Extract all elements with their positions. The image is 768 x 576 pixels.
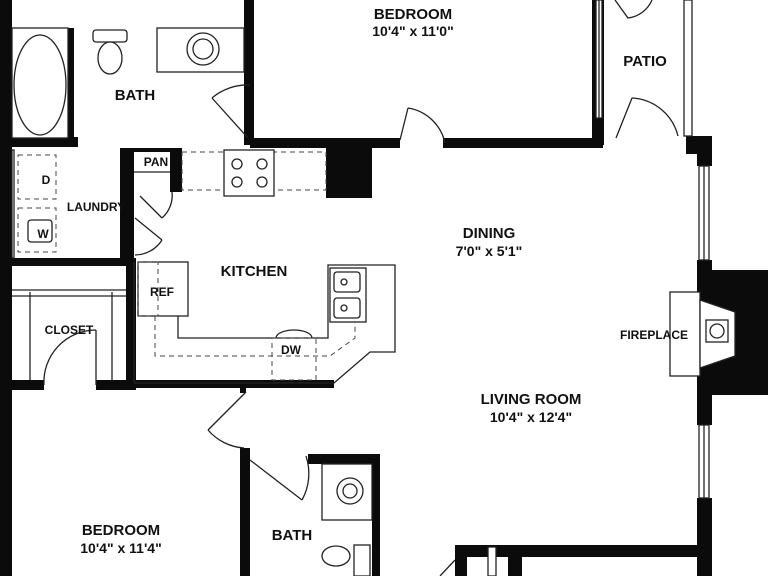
fireplace-name: FIREPLACE: [620, 328, 688, 342]
ref-label: REF: [150, 285, 174, 299]
windows: [11, 0, 710, 576]
living-room-size: 10'4" x 12'4": [490, 409, 572, 425]
bath-top-name: BATH: [115, 87, 156, 104]
dining-name: DINING: [463, 225, 516, 242]
patio-name: PATIO: [623, 53, 667, 70]
laundry-name: LAUNDRY: [67, 200, 125, 214]
fixtures: [11, 27, 736, 576]
bedroom-bottom-name: BEDROOM: [82, 522, 160, 539]
bedroom-top-name: BEDROOM: [374, 6, 452, 23]
kitchen-name: KITCHEN: [221, 263, 288, 280]
dining-size: 7'0" x 5'1": [456, 243, 523, 259]
pan-name: PAN: [144, 155, 168, 169]
dw-label: DW: [281, 343, 302, 357]
doors: [43, 0, 679, 576]
closet-name: CLOSET: [45, 323, 94, 337]
bedroom-top-size: 10'4" x 11'0": [372, 23, 453, 39]
dryer-label: D: [42, 173, 51, 187]
living-room-name: LIVING ROOM: [481, 391, 582, 408]
washer-label: W: [37, 227, 49, 241]
bedroom-bottom-size: 10'4" x 11'4": [80, 540, 161, 556]
bath-bottom-name: BATH: [272, 527, 313, 544]
room-labels: BEDROOM 10'4" x 11'0" PATIO BATH PAN D W…: [37, 6, 688, 556]
